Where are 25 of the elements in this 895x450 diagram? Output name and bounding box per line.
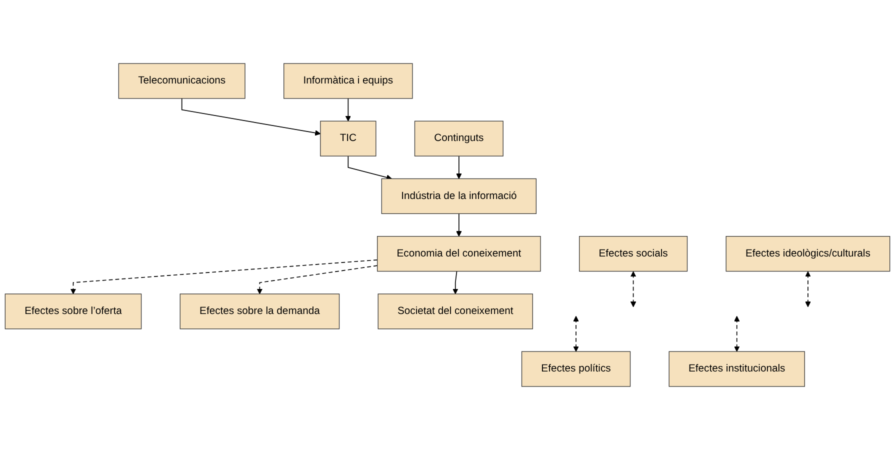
arrow (456, 156, 462, 179)
arrow (181, 98, 321, 136)
arrow (256, 265, 378, 294)
concept-box: TIC (320, 120, 376, 156)
arrow (630, 271, 636, 308)
concept-box: Efectes sobre l’oferta (4, 294, 142, 330)
concept-box: Informàtica i equips (284, 63, 413, 99)
concept-box: Efectes ideològics/culturals (726, 236, 890, 272)
concept-box: Economia del coneixement (377, 236, 541, 272)
concept-box: Continguts (414, 120, 504, 156)
arrow (805, 271, 811, 308)
concept-box: Telecomunicacions (118, 63, 246, 99)
concept-box: Societat del coneixement (378, 294, 533, 330)
arrow (456, 213, 462, 237)
concept-box: Efectes socials (579, 236, 688, 272)
concept-box: Efectes institucionals (668, 351, 805, 387)
concept-box: Indústria de la informació (381, 178, 537, 214)
arrow (348, 156, 392, 180)
arrow (452, 270, 458, 294)
arrow (345, 98, 351, 122)
concept-box: Efectes sobre la demanda (180, 294, 340, 330)
arrow (734, 316, 740, 352)
concept-box: Efectes polítics (521, 351, 631, 387)
arrow (70, 259, 378, 294)
arrow (573, 316, 579, 352)
